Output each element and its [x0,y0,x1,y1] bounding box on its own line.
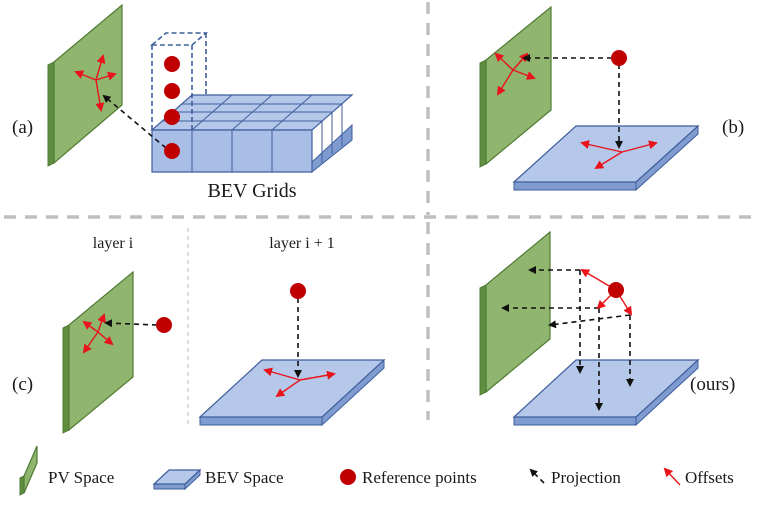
legend-offsets: Offsets [663,467,734,487]
bev-grid-block [150,94,354,174]
panel-a-label: (a) [12,117,33,138]
offset-arrows-c-bev [263,367,336,398]
panel-c: (c) layer i layer i + 1 [12,235,386,434]
legend-bev-space-label: BEV Space [205,468,284,487]
pv-plane-b [479,5,552,168]
pv-plane-c [62,270,134,434]
pv-plane-a [47,3,123,167]
pv-plane-ours [479,230,551,396]
bev-plane-ours [512,358,700,427]
reference-point-b [611,50,627,66]
reference-point-c-left [156,317,172,333]
legend-pv-space-label: PV Space [48,468,114,487]
pillar-outline [149,32,209,130]
panel-separators [4,2,760,425]
legend-projection: Projection [529,468,621,487]
panel-a: (a) [12,3,354,202]
panel-ours: (ours) [479,230,735,427]
offset-arrows-a [74,54,117,112]
layer-i-label: layer i [93,235,134,252]
layer-i-plus-1-label: layer i + 1 [269,235,334,252]
panel-ours-label: (ours) [690,374,735,395]
legend: PV Space BEV Space Reference points Proj… [19,445,734,496]
legend-projection-label: Projection [551,468,621,487]
legend-offsets-label: Offsets [685,468,734,487]
panel-c-label: (c) [12,374,33,395]
offset-arrows-c [82,313,114,354]
legend-reference-points-label: Reference points [362,468,477,487]
reference-point-ours [608,282,624,298]
panel-b-label: (b) [722,117,744,138]
legend-reference-points: Reference points [340,468,477,487]
legend-pv-space: PV Space [19,445,114,496]
bev-grids-caption: BEV Grids [207,180,296,202]
reference-points-a [164,56,180,159]
bev-plane-b [512,124,700,192]
bev-plane-c [198,358,386,427]
panel-b: (b) [479,5,744,192]
projection-arrows-ours [501,266,634,411]
projection-arrow-a [102,94,167,149]
legend-bev-space: BEV Space [152,468,284,491]
offset-arrows-b-bev [580,140,658,170]
reference-point-c-right [290,283,306,299]
